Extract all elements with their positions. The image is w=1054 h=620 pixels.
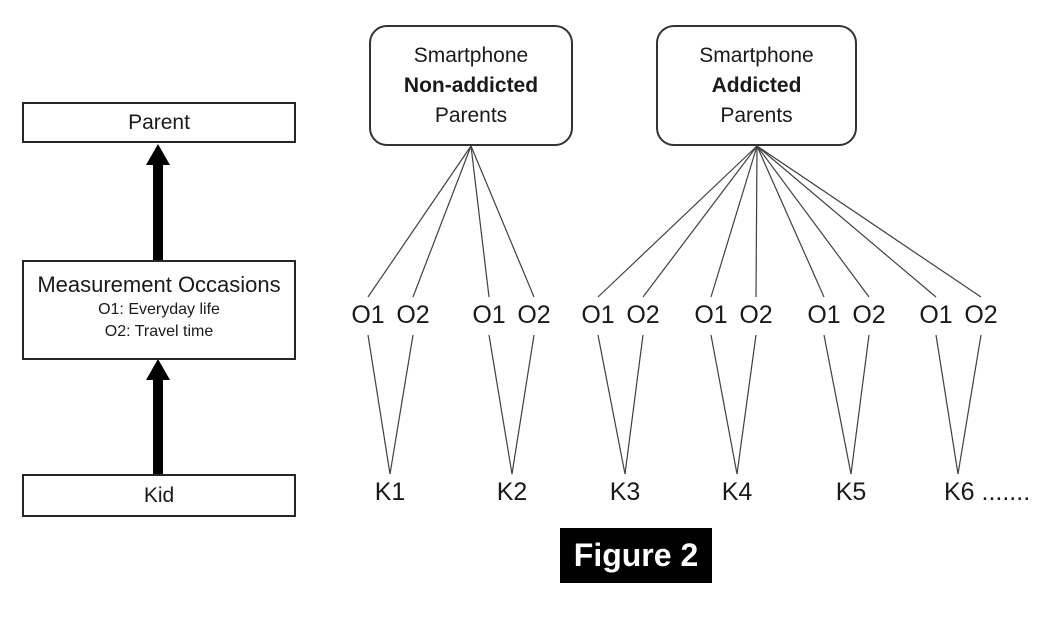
occasion-label-k4-o2: O2 [739, 301, 773, 329]
occasion-1-definition: O1: Everyday life [98, 301, 220, 318]
occasion-label-k1-o2: O2 [396, 301, 430, 329]
measurement-occasions-box: Measurement Occasions O1: Everyday life … [22, 260, 296, 360]
non-addicted-line-3: Parents [434, 103, 508, 127]
kid-to-measurement-arrow [146, 359, 170, 476]
occasion-label-k6-o2: O2 [964, 301, 998, 329]
occasion-label-k2-o2: O2 [517, 301, 551, 329]
occasion-label-k2-o1: O1 [472, 301, 506, 329]
occasion-label-k6-o1: O1 [919, 301, 953, 329]
kid-label-k5: K5 [835, 478, 867, 506]
figure-caption-text: Figure 2 [573, 537, 699, 573]
occasion-label-k1-o1: O1 [351, 301, 385, 329]
addicted-fan-lines [597, 145, 982, 298]
non-addicted-line-2: Non-addicted [403, 73, 539, 97]
non-addicted-line-1: Smartphone [413, 43, 529, 67]
parent-box-label: Parent [128, 110, 190, 134]
kid-label-k2: K2 [496, 478, 528, 506]
addicted-line-1: Smartphone [699, 43, 814, 67]
kid-box: Kid [22, 474, 296, 517]
measurement-to-parent-arrow [146, 144, 170, 261]
parent-box: Parent [22, 102, 296, 143]
occasion-label-k5-o2: O2 [852, 301, 886, 329]
measurement-occasions-title: Measurement Occasions [37, 272, 281, 297]
kid-label-k6: K6 ....... [944, 478, 1031, 506]
occasion-label-k5-o1: O1 [807, 301, 841, 329]
non-addicted-parents-box: Smartphone Non-addicted Parents [369, 25, 573, 146]
non-addicted-fan-lines [367, 145, 535, 298]
kid-label-k1: K1 [374, 478, 406, 506]
occasion-label-k3-o1: O1 [581, 301, 615, 329]
occasion-label-k4-o1: O1 [694, 301, 728, 329]
occasion-2-definition: O2: Travel time [104, 323, 214, 340]
kid-label-k4: K4 [721, 478, 753, 506]
addicted-line-3: Parents [720, 103, 793, 127]
occasion-to-kid-edges [367, 334, 982, 475]
addicted-parents-box: Smartphone Addicted Parents [656, 25, 857, 146]
occasion-label-k3-o2: O2 [626, 301, 660, 329]
kid-box-label: Kid [143, 483, 175, 507]
figure-caption: Figure 2 [560, 528, 712, 583]
kid-label-k3: K3 [609, 478, 641, 506]
addicted-line-2: Addicted [711, 73, 802, 97]
